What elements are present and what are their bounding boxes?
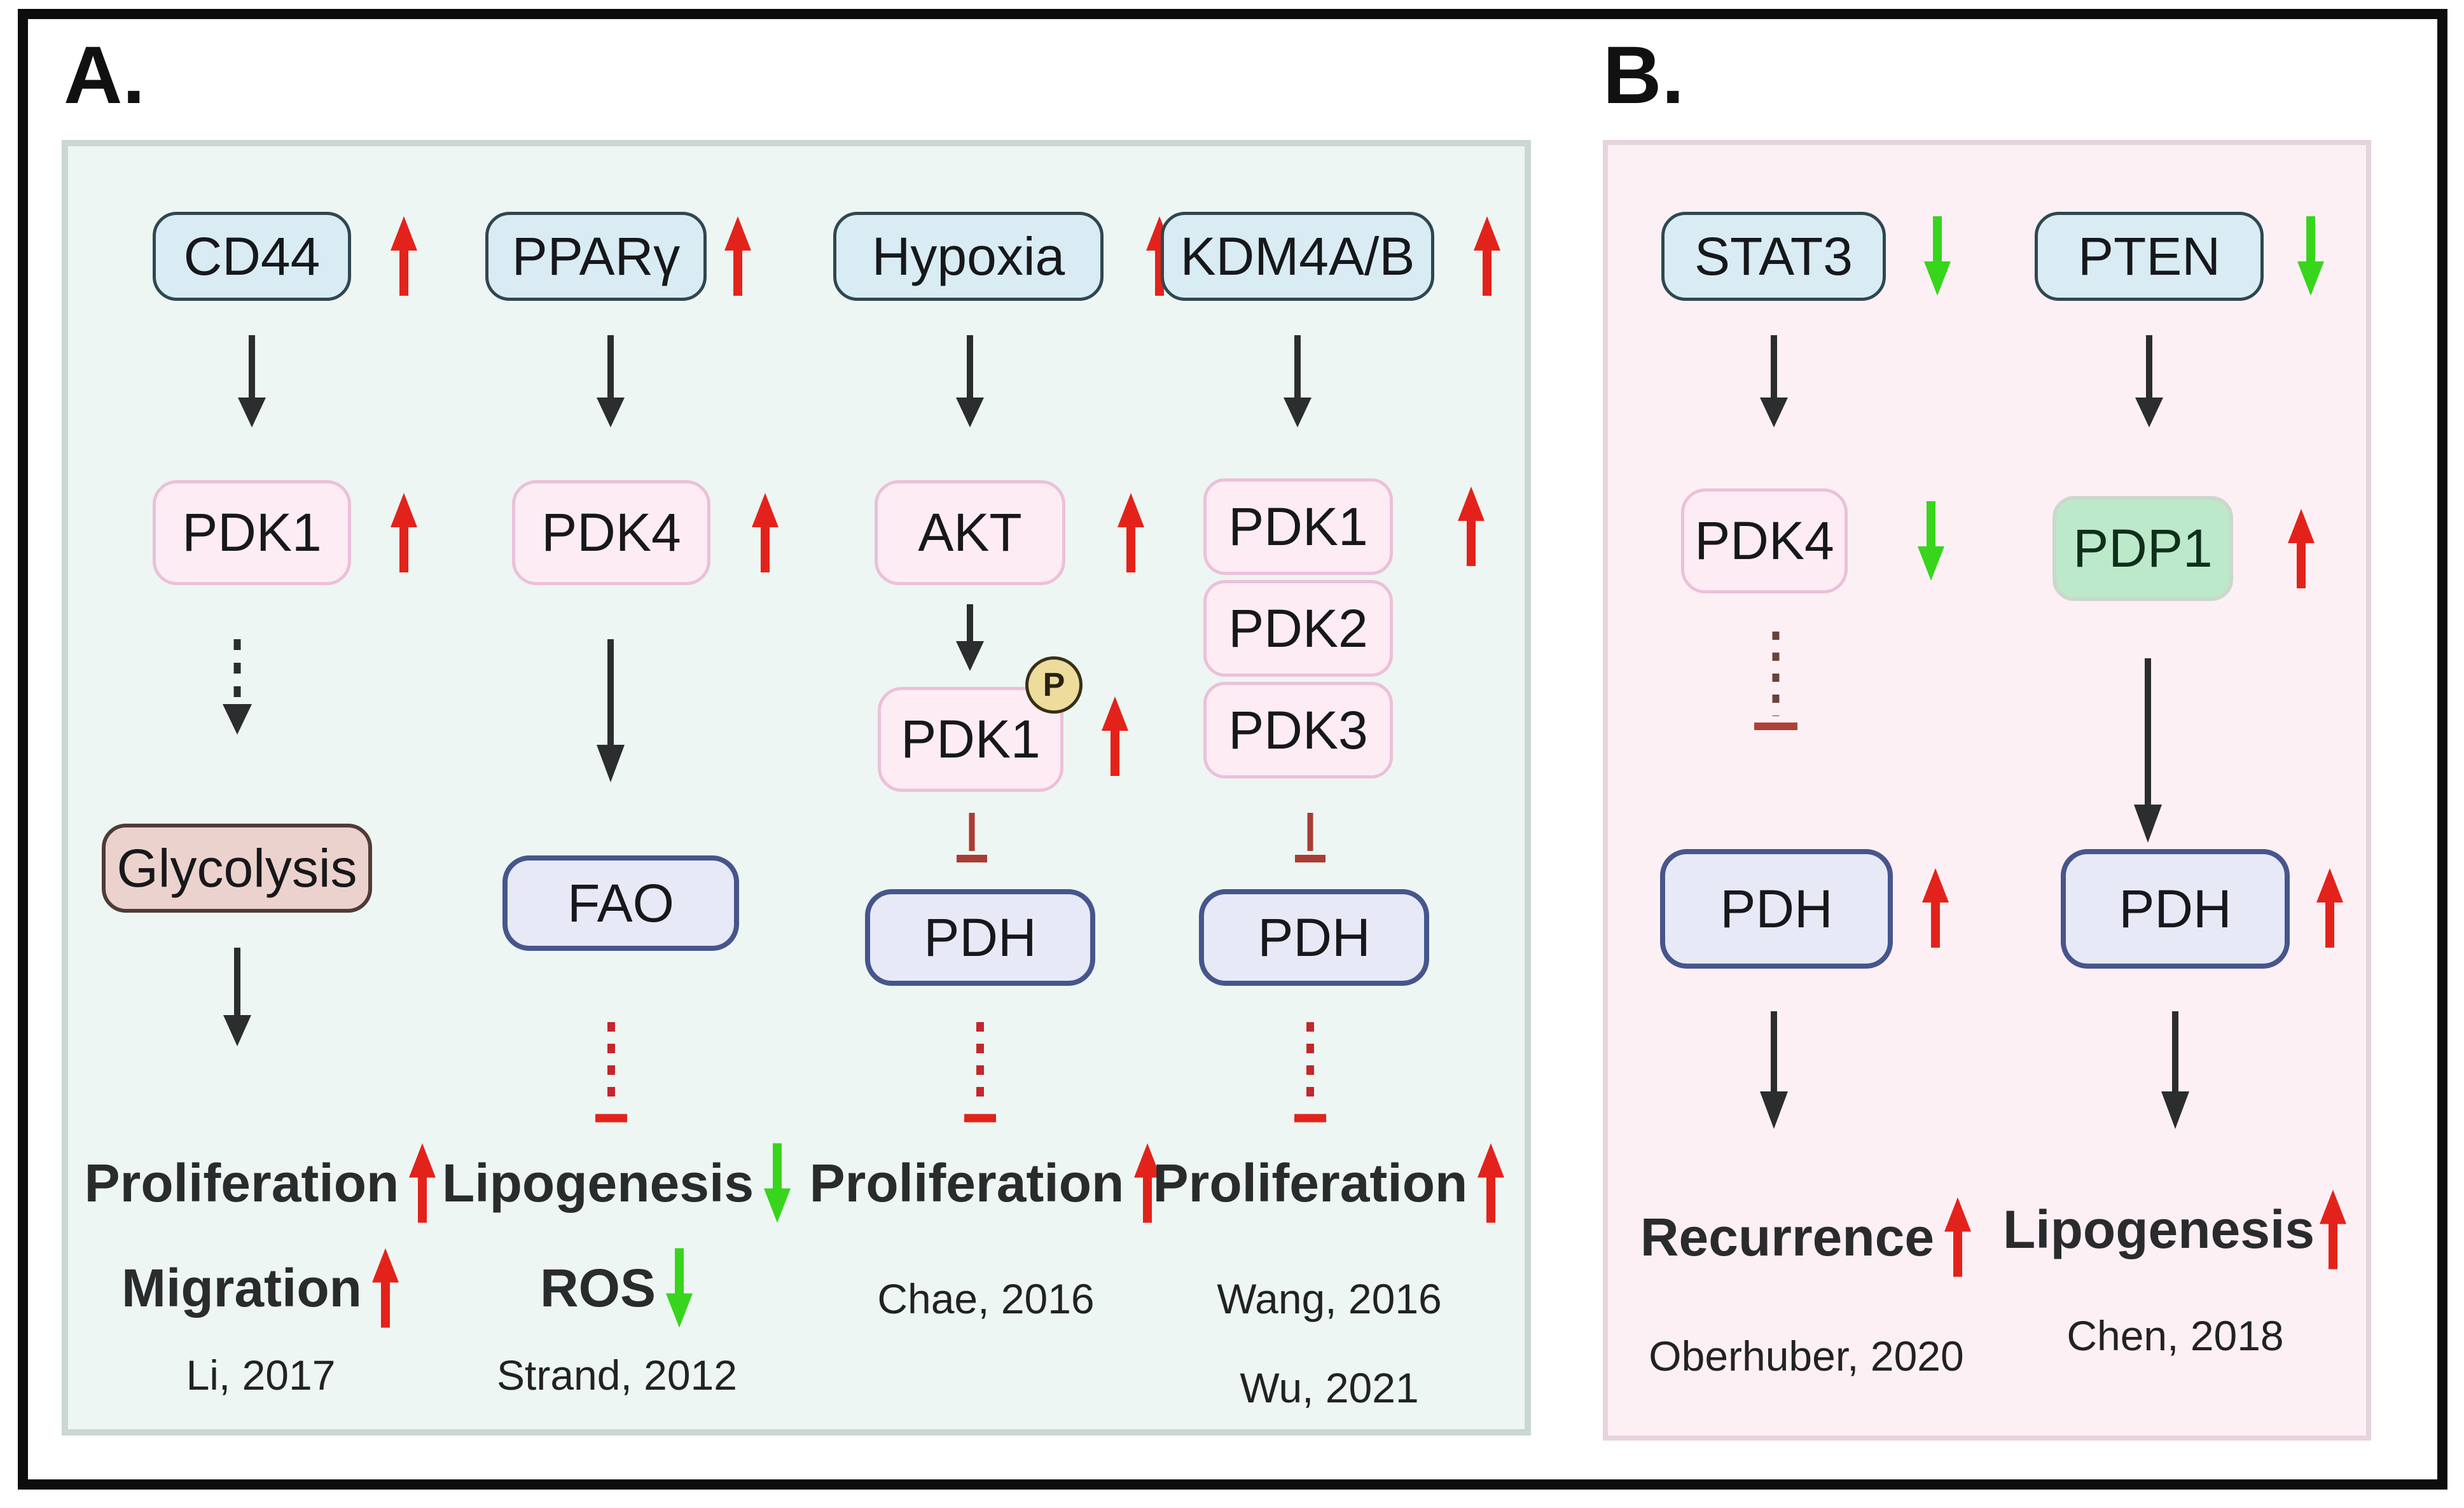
activation-arrow-icon <box>1282 335 1313 427</box>
up-arrow-icon <box>751 493 780 572</box>
node-kdm4ab: KDM4A/B <box>1161 212 1434 301</box>
node-fao: FAO <box>502 855 739 951</box>
node-pparg: PPARγ <box>485 212 707 301</box>
citation: Wu, 2021 <box>1240 1364 1419 1411</box>
activation-arrow-icon <box>954 335 986 427</box>
node-hypoxia: Hypoxia <box>833 212 1104 301</box>
up-arrow-icon <box>2287 509 2316 588</box>
down-arrow-icon <box>665 1243 694 1332</box>
up-arrow-icon <box>1921 865 1950 951</box>
activation-arrow-icon <box>1758 335 1790 427</box>
outcome-label: Proliferation <box>809 1152 1125 1213</box>
inhibition-icon <box>1292 813 1328 864</box>
activation-arrow-icon <box>595 335 626 427</box>
activation-arrow-icon <box>221 948 253 1046</box>
activation-arrow-icon <box>2159 1011 2191 1129</box>
outcome-label: Migration <box>121 1257 362 1318</box>
activation-arrow-icon <box>1758 1011 1790 1129</box>
up-arrow-icon <box>2315 865 2344 951</box>
up-arrow-icon <box>2318 1185 2348 1274</box>
outcome-ros: ROS <box>420 1247 814 1329</box>
down-arrow-icon <box>1916 501 1946 581</box>
up-arrow-icon <box>1100 696 1130 776</box>
outcome-label: ROS <box>539 1257 656 1318</box>
dashed-inhibition-icon <box>1750 632 1801 733</box>
panel-a <box>62 140 1531 1435</box>
outcome-proliferation: Proliferation <box>1132 1142 1526 1224</box>
node-pten: PTEN <box>2035 212 2264 301</box>
dashed-inhibition-icon <box>1292 1021 1328 1124</box>
up-arrow-icon <box>389 493 419 572</box>
node-pdh: PDH <box>1660 849 1893 969</box>
up-arrow-icon <box>1943 1193 1972 1282</box>
dashed-activation-arrow-icon <box>221 639 253 735</box>
citation: Strand, 2012 <box>497 1352 737 1399</box>
outcome-label: Proliferation <box>84 1152 399 1213</box>
node-pdp1: PDP1 <box>2052 496 2233 601</box>
up-arrow-icon <box>389 216 419 296</box>
outcome-proliferation: Proliferation <box>70 1142 452 1224</box>
panel-b <box>1603 140 2371 1441</box>
node-pdk1-stack: PDK1 <box>1203 478 1393 575</box>
dashed-inhibition-icon <box>593 1021 629 1124</box>
node-stat3: STAT3 <box>1661 212 1886 301</box>
node-pdk3-stack: PDK3 <box>1203 682 1393 778</box>
outcome-lipogenesis: Lipogenesis <box>1991 1188 2360 1271</box>
outcome-lipogenesis: Lipogenesis <box>420 1142 814 1224</box>
citation: Li, 2017 <box>186 1352 336 1399</box>
activation-arrow-icon <box>2133 335 2165 427</box>
dashed-inhibition-icon <box>962 1021 998 1124</box>
outcome-label: Lipogenesis <box>2002 1199 2315 1259</box>
activation-arrow-icon <box>595 639 626 782</box>
node-pdk4: PDK4 <box>1681 488 1848 593</box>
node-pdk1: PDK1 <box>153 480 351 585</box>
up-arrow-icon <box>723 216 752 296</box>
outcome-label: Lipogenesis <box>441 1152 754 1213</box>
node-pdh: PDH <box>2061 849 2290 969</box>
citation: Oberhuber, 2020 <box>1649 1332 1964 1380</box>
node-glycolysis: Glycolysis <box>102 824 372 913</box>
node-pdh: PDH <box>1199 889 1429 986</box>
node-pdk2-stack: PDK2 <box>1203 580 1393 677</box>
outcome-proliferation: Proliferation <box>795 1142 1177 1224</box>
outcome-recurrence: Recurrence <box>1616 1196 1997 1278</box>
activation-arrow-icon <box>954 604 986 671</box>
outcome-label: Proliferation <box>1152 1152 1468 1213</box>
panel-b-label: B. <box>1603 30 1684 121</box>
citation: Chen, 2018 <box>2066 1312 2284 1359</box>
phospho-badge: P <box>1025 656 1083 714</box>
up-arrow-icon <box>1476 1138 1505 1228</box>
outcome-migration: Migration <box>70 1247 452 1329</box>
node-pdk4: PDK4 <box>512 480 710 585</box>
outcome-label: Recurrence <box>1640 1207 1935 1267</box>
down-arrow-icon <box>2296 216 2325 296</box>
up-arrow-icon <box>1457 487 1486 566</box>
inhibition-icon <box>954 813 990 864</box>
down-arrow-icon <box>1923 216 1952 296</box>
up-arrow-icon <box>1116 493 1145 572</box>
activation-arrow-icon <box>236 335 268 427</box>
citation: Wang, 2016 <box>1217 1275 1442 1322</box>
up-arrow-icon <box>1472 216 1502 296</box>
up-arrow-icon <box>371 1243 400 1332</box>
citation: Chae, 2016 <box>877 1275 1095 1322</box>
node-akt: AKT <box>875 480 1065 585</box>
activation-arrow-icon <box>2132 658 2164 843</box>
node-cd44: CD44 <box>153 212 351 301</box>
node-pdh: PDH <box>865 889 1095 986</box>
down-arrow-icon <box>763 1138 792 1228</box>
panel-a-label: A. <box>64 30 145 121</box>
